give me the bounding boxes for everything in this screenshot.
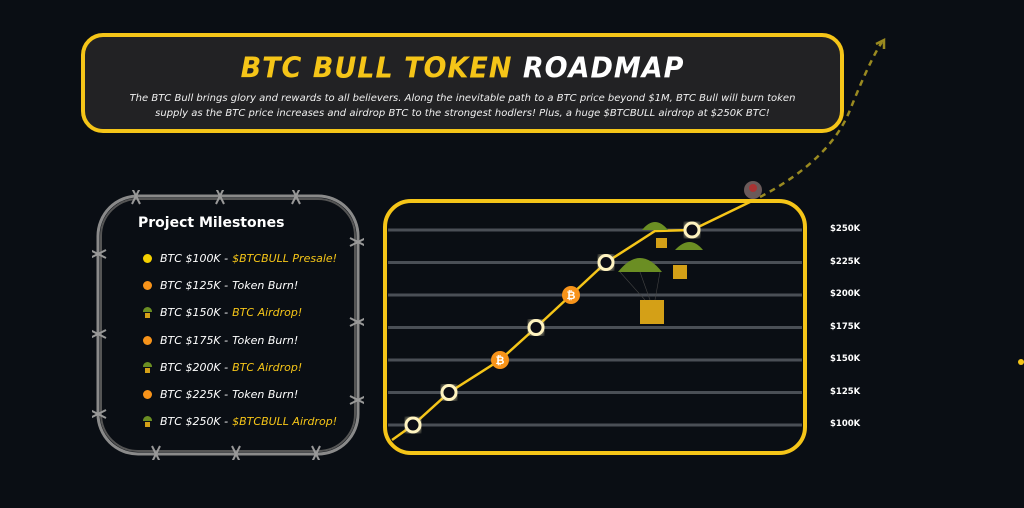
orange-dot-icon: [143, 335, 152, 345]
orange-dot-icon: [143, 390, 152, 400]
milestone-marker: [440, 384, 458, 401]
milestone-item: BTC $175K -Token Burn!: [138, 327, 337, 354]
milestone-marker: [404, 416, 422, 434]
milestone-event: Token Burn!: [232, 333, 299, 347]
milestone-price: BTC $100K -: [160, 252, 229, 266]
milestone-item: BTC $125K - Token Burn!: [138, 272, 337, 299]
bitcoin-marker: ₿: [491, 351, 509, 369]
y-tick-label: $175K: [830, 321, 861, 332]
milestone-item: BTC $225K -Token Burn!: [138, 381, 337, 408]
edge-dot: [1018, 359, 1024, 365]
parachute-icon: [143, 361, 152, 373]
milestone-event: Token Burn!: [232, 279, 299, 293]
y-tick-label: $200K: [830, 289, 861, 299]
milestone-price: BTC $150K -: [160, 306, 229, 320]
milestone-item: BTC $150K -BTC Airdrop!: [138, 299, 337, 326]
milestone-item: BTC $200K -BTC Airdrop!: [138, 354, 337, 381]
milestone-marker: [683, 221, 701, 239]
milestone-event: $BTCBULL Presale!: [232, 252, 338, 266]
project-milestones: Project Milestones BTC $100K -$BTCBULL P…: [138, 215, 337, 435]
y-tick-label: $250K: [830, 224, 861, 234]
roadmap-description: The BTC Bull brings glory and rewards to…: [129, 93, 796, 119]
svg-text:₿: ₿: [567, 289, 576, 302]
milestone-item: BTC $100K -$BTCBULL Presale!: [138, 245, 337, 272]
y-tick-label: $100K: [830, 419, 861, 429]
parachute-icon: [143, 307, 152, 319]
page-title: BTC BULL TOKEN ROADMAP: [240, 52, 685, 85]
milestone-marker: [597, 254, 615, 271]
y-tick-label: $225K: [830, 256, 861, 267]
milestone-price: BTC $200K -: [160, 360, 229, 374]
milestone-marker: [527, 319, 545, 336]
roadmap-header: BTC BULL TOKEN ROADMAP The BTC Bull brin…: [81, 33, 844, 133]
milestone-event: BTC Airdrop!: [232, 360, 303, 374]
milestone-price: BTC $125K -: [160, 279, 229, 293]
future-dashed-arrow: [759, 41, 884, 199]
milestone-event: $BTCBULL Airdrop!: [232, 415, 338, 429]
y-tick-label: $125K: [830, 386, 861, 397]
price-line: [391, 199, 753, 442]
orange-dot-icon: [143, 281, 152, 291]
arrow-head-icon: [875, 37, 886, 49]
milestone-price: BTC $225K -: [160, 388, 229, 402]
milestones-title: Project Milestones: [138, 215, 285, 231]
milestone-event: Token Burn!: [232, 388, 299, 402]
chart-frame: [383, 199, 807, 455]
milestone-event: BTC Airdrop!: [232, 306, 303, 320]
milestone-item: BTC $250K -$BTCBULL Airdrop!: [138, 408, 337, 435]
y-tick-label: $150K: [830, 354, 861, 364]
airdrop-parachutes-icon: [618, 222, 703, 324]
milestone-price: BTC $175K -: [160, 333, 229, 347]
bull-icon: [744, 181, 762, 199]
parachute-icon: [143, 416, 152, 428]
milestone-price: BTC $250K -: [160, 415, 229, 429]
bitcoin-marker: ₿: [562, 286, 580, 304]
svg-text:₿: ₿: [496, 354, 505, 367]
barbed-wire-frame: [92, 190, 364, 460]
yellow-dot-icon: [143, 254, 152, 264]
